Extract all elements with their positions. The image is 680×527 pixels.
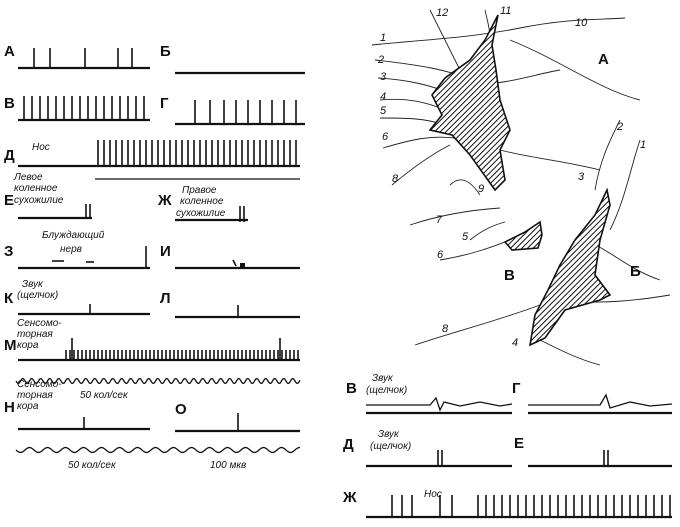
right-traces: В Звук (щелчок) Г Д Звук (щелчок) Е Ж Но…	[342, 373, 673, 519]
cell-b	[528, 187, 612, 347]
fiber-number: 3	[380, 71, 387, 83]
fiber-number: 9	[478, 183, 484, 195]
fiber	[609, 139, 641, 231]
fiber-number: 5	[380, 105, 387, 117]
note-nos-2: Нос	[424, 489, 442, 500]
fiber-number: 6	[382, 131, 389, 143]
fiber	[414, 304, 541, 346]
note-sound-d2-1: Звук	[378, 429, 400, 440]
cell-label-b: Б	[630, 263, 641, 280]
trace-label-d2: Д	[343, 436, 354, 453]
row-label-d: Д	[4, 147, 15, 164]
neuron-drawing: А Б В 1 2 3 4 5 6 8 9 10 11 12 2 3 1 7 5…	[371, 5, 671, 366]
stimulus-mark	[232, 259, 237, 267]
fiber-number: 1	[380, 32, 386, 44]
trace-v2-signal	[366, 396, 513, 412]
fiber-number: 4	[380, 91, 386, 103]
row-label-o: О	[175, 401, 187, 418]
note-left-knee-2: коленное	[14, 183, 58, 194]
note-cortex-n-2: торная	[17, 390, 53, 401]
note-vagus-1: Блуждающий	[42, 230, 105, 241]
note-left-knee-3: сухожилие	[14, 195, 64, 206]
note-cortex-m-2: торная	[17, 329, 53, 340]
fiber	[594, 119, 621, 191]
trace-label-g2: Г	[512, 380, 521, 397]
cell-label-v: В	[504, 267, 515, 284]
note-sound-d2-2: (щелчок)	[370, 441, 411, 452]
fiber	[449, 179, 481, 196]
note-left-knee-1: Левое	[13, 172, 43, 183]
note-nos: Нос	[32, 142, 50, 153]
row-label-zh: Ж	[157, 192, 172, 209]
fiber	[382, 136, 456, 149]
row-label-n: Н	[4, 399, 15, 416]
time-marker-wave-2	[15, 446, 300, 454]
fiber	[499, 149, 601, 171]
trace-label-zh2: Ж	[342, 489, 357, 506]
fiber	[429, 9, 461, 71]
time-marker-wave-1	[15, 377, 301, 385]
row-label-e: Е	[4, 192, 14, 209]
trace-label-e2: Е	[514, 435, 524, 452]
fiber	[371, 17, 626, 46]
cell-label-a: А	[598, 51, 609, 68]
fiber	[439, 239, 511, 261]
fiber	[409, 207, 501, 226]
row-label-g: Г	[160, 95, 169, 112]
trace-g2-signal	[528, 393, 673, 409]
note-cortex-m-3: кора	[17, 340, 39, 351]
row-label-v: В	[4, 95, 15, 112]
note-sound-1: Звук	[22, 279, 44, 290]
fiber-number: 3	[578, 171, 585, 183]
fiber-number: 10	[575, 17, 588, 29]
fiber-number: 2	[377, 54, 384, 66]
fiber-number: 4	[512, 337, 518, 349]
fiber-number: 8	[392, 173, 399, 185]
freq-label-2: 50 кол/сек	[68, 460, 117, 471]
row-label-l: Л	[160, 290, 171, 307]
fiber	[539, 339, 601, 366]
freq-label-1: 50 кол/сек	[80, 390, 129, 401]
row-label-a: А	[4, 43, 15, 60]
note-vagus-2: нерв	[60, 244, 82, 255]
fiber-number: 5	[462, 231, 469, 243]
note-right-knee-3: сухожилие	[176, 208, 226, 219]
amp-label: 100 мкв	[210, 460, 246, 471]
spike-group-left	[23, 48, 299, 431]
trace-label-v2: В	[346, 380, 357, 397]
fiber	[469, 221, 506, 241]
fiber-number: 2	[616, 121, 623, 133]
fiber-number: 11	[500, 5, 511, 17]
row-label-k: К	[4, 290, 14, 307]
cell-a	[428, 14, 511, 192]
fiber	[391, 144, 451, 186]
note-right-knee-1: Правое	[182, 185, 217, 196]
row-label-i: И	[160, 243, 171, 260]
note-right-knee-2: коленное	[180, 196, 224, 207]
cell-v	[503, 220, 543, 251]
spike-group-right	[391, 450, 671, 517]
note-sound-v2-2: (щелчок)	[366, 385, 407, 396]
note-cortex-n-3: кора	[17, 401, 39, 412]
fiber-number: 6	[437, 249, 444, 261]
stimulus-mark	[240, 263, 245, 268]
note-sound-2: (щелчок)	[17, 290, 58, 301]
fiber	[509, 39, 641, 101]
fiber	[379, 98, 441, 109]
fiber-number: 1	[640, 139, 646, 151]
row-label-z: З	[4, 243, 13, 260]
fiber-number: 12	[436, 7, 448, 19]
note-sound-v2-1: Звук	[372, 373, 394, 384]
row-label-m: М	[4, 337, 17, 354]
note-cortex-n-1: Сенсомо-	[17, 379, 62, 390]
fiber-number: 7	[436, 214, 443, 226]
left-panel: А Б В Г Д Е Ж З И К Л М Н О Нос Левое ко…	[4, 43, 305, 471]
note-cortex-m-1: Сенсомо-	[17, 318, 62, 329]
row-label-b: Б	[160, 43, 171, 60]
fiber-number: 8	[442, 323, 449, 335]
